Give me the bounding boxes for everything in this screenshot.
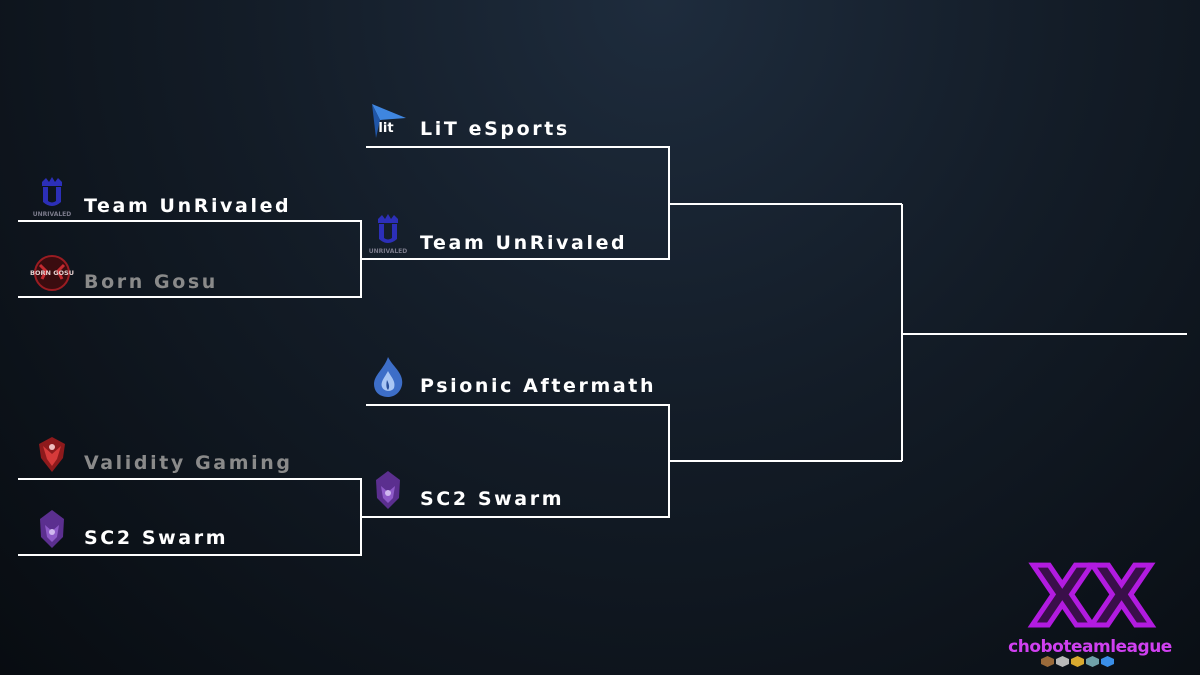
svg-text:UNRIVALED: UNRIVALED: [369, 248, 408, 255]
gold-badge-icon: [1071, 656, 1084, 667]
r1-team-unrivaled: UNRIVALED Team UnRivaled: [30, 175, 291, 219]
svg-text:lit: lit: [378, 121, 393, 136]
league-name: choboteamleague: [1008, 637, 1172, 657]
platinum-badge-icon: [1086, 656, 1099, 667]
team-name: LiT eSports: [420, 118, 570, 140]
validity-gaming-logo: [39, 437, 65, 472]
r1-team-validity-gaming: Validity Gaming: [30, 432, 293, 476]
born-gosu-logo: BORN GOSU: [30, 255, 74, 291]
unrivaled-logo: UNRIVALED: [369, 214, 408, 255]
r1-team-sc2-swarm: SC2 Swarm: [30, 507, 228, 551]
lit-esports-logo: lit: [372, 104, 406, 138]
team-name: Team UnRivaled: [84, 195, 292, 217]
silver-badge-icon: [1056, 656, 1069, 667]
team-name: Psionic Aftermath: [420, 375, 657, 397]
r2-team-psionic-aftermath: Psionic Aftermath: [366, 355, 656, 399]
sc2-swarm-logo: [376, 471, 400, 509]
league-badges: [1041, 656, 1114, 667]
bronze-badge-icon: [1041, 656, 1054, 667]
r2-team-unrivaled: UNRIVALED Team UnRivaled: [366, 212, 627, 256]
team-name: Validity Gaming: [84, 452, 293, 474]
r2-team-sc2-swarm: SC2 Swarm: [366, 468, 564, 512]
team-name: Born Gosu: [84, 271, 218, 293]
league-edition: XX: [1028, 550, 1155, 645]
league-logo: XX choboteamleague: [995, 550, 1185, 667]
r1-team-born-gosu: BORN GOSU Born Gosu: [30, 251, 218, 295]
team-name: SC2 Swarm: [84, 527, 229, 549]
unrivaled-logo: UNRIVALED: [33, 177, 72, 218]
svg-text:UNRIVALED: UNRIVALED: [33, 211, 72, 218]
psionic-aftermath-logo: [374, 357, 403, 397]
team-name: Team UnRivaled: [420, 232, 628, 254]
diamond-badge-icon: [1101, 656, 1114, 667]
sc2-swarm-logo: [40, 510, 64, 548]
r2-team-lit-esports: lit LiT eSports: [366, 98, 570, 142]
svg-text:BORN GOSU: BORN GOSU: [30, 269, 74, 277]
team-name: SC2 Swarm: [420, 488, 565, 510]
